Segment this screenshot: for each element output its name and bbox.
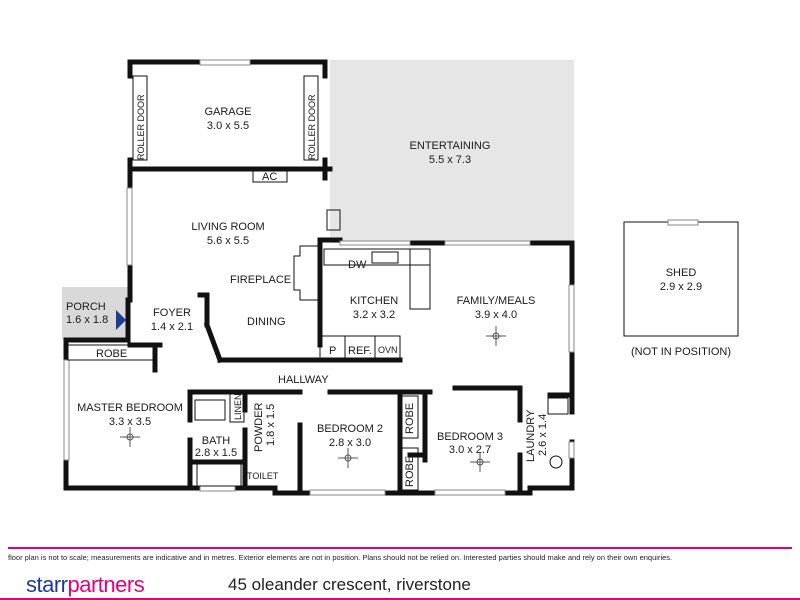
ovn-label: OVN (378, 345, 398, 355)
ceiling-fan-icon (486, 326, 506, 346)
kitchen-island (409, 248, 431, 310)
fireplace-label: FIREPLACE (230, 274, 291, 286)
brand-logo: starrpartners (26, 572, 145, 598)
powder-name: POWDER (253, 402, 265, 452)
kitchen-size: 3.2 x 3.2 (353, 309, 395, 321)
roller-door-left-label: ROLLER DOOR (136, 94, 146, 160)
brand-part1: starr (26, 572, 68, 597)
bed3-name: BEDROOM 3 (437, 431, 503, 443)
disclaimer-text: floor plan is not to scale; measurements… (8, 547, 792, 562)
floor-plan: ROLLER DOOR ROLLER DOOR AC GARAGE 3.0 x … (62, 59, 739, 496)
foyer-name: FOYER (153, 307, 191, 319)
foyer-size: 1.4 x 2.1 (151, 321, 193, 333)
master-size: 3.3 x 3.5 (109, 416, 151, 428)
brand-part2: partners (67, 572, 145, 597)
living-door-marker (326, 209, 341, 231)
robe-label-master: ROBE (96, 348, 127, 360)
roller-door-right-label: ROLLER DOOR (307, 94, 317, 160)
master-robe (67, 344, 156, 361)
ceiling-fan-icon (470, 452, 490, 472)
master-name: MASTER BEDROOM (77, 402, 183, 414)
bed2-size: 2.8 x 3.0 (329, 437, 371, 449)
living-size: 5.6 x 5.5 (207, 235, 249, 247)
linen-label: LINEN (233, 393, 243, 420)
toilet-label: TOILET (247, 471, 279, 481)
windows (63, 59, 575, 496)
ac-unit (252, 169, 288, 183)
entry-arrow-icon (116, 310, 126, 330)
laundry-bench (547, 397, 569, 415)
powder-size: 1.8 x 1.5 (265, 404, 277, 446)
shed-outline (623, 221, 739, 337)
family-name: FAMILY/MEALS (457, 295, 536, 307)
sink (371, 251, 399, 264)
entertaining-size: 5.5 x 7.3 (429, 154, 471, 166)
kitchen-name: KITCHEN (350, 295, 398, 307)
bed2-name: BEDROOM 2 (317, 423, 383, 435)
roller-door-left (132, 75, 148, 161)
linen-cupboard (229, 393, 245, 423)
garage-name: GARAGE (204, 106, 251, 118)
p-label: P (329, 345, 336, 357)
living-name: LIVING ROOM (191, 221, 264, 233)
laundry-name: LAUNDRY (525, 409, 537, 462)
shed-size: 2.9 x 2.9 (660, 281, 702, 293)
shed-name: SHED (666, 267, 697, 279)
bath-name: BATH (202, 435, 231, 447)
shed-note: (NOT IN POSITION) (631, 346, 731, 358)
laundry-size: 2.6 x 1.4 (537, 414, 549, 456)
footer-accent-line (0, 598, 800, 600)
ceiling-fan-icon (338, 448, 358, 468)
bed3-robe (399, 447, 419, 491)
ac-label: AC (262, 171, 277, 183)
bathtub (196, 463, 242, 487)
bath-size: 2.8 x 1.5 (195, 447, 237, 459)
fireplace-icon (293, 245, 321, 301)
porch-name: PORCH (66, 301, 106, 313)
family-size: 3.9 x 4.0 (475, 309, 517, 321)
garage-size: 3.0 x 5.5 (207, 120, 249, 132)
roller-door-right (303, 75, 319, 161)
vanity (194, 399, 226, 421)
dw-label: DW (348, 259, 367, 271)
porch-size: 1.6 x 1.8 (66, 314, 108, 326)
robe-label-bed2: ROBE (404, 403, 416, 434)
pantry-ref-ovn (319, 335, 401, 361)
laundry-tub (549, 455, 563, 469)
bed2-robe (399, 395, 419, 439)
dining-label: DINING (247, 316, 286, 328)
property-address: 45 oleander crescent, riverstone (228, 575, 471, 594)
entertaining-area (330, 60, 574, 243)
bed3-size: 3.0 x 2.7 (449, 444, 491, 456)
ceiling-fan-icon (120, 427, 140, 447)
entertaining-name: ENTERTAINING (410, 140, 491, 152)
ref-label: REF. (348, 345, 372, 357)
robe-label-bed3: ROBE (404, 456, 416, 487)
hallway-label: HALLWAY (278, 374, 329, 386)
